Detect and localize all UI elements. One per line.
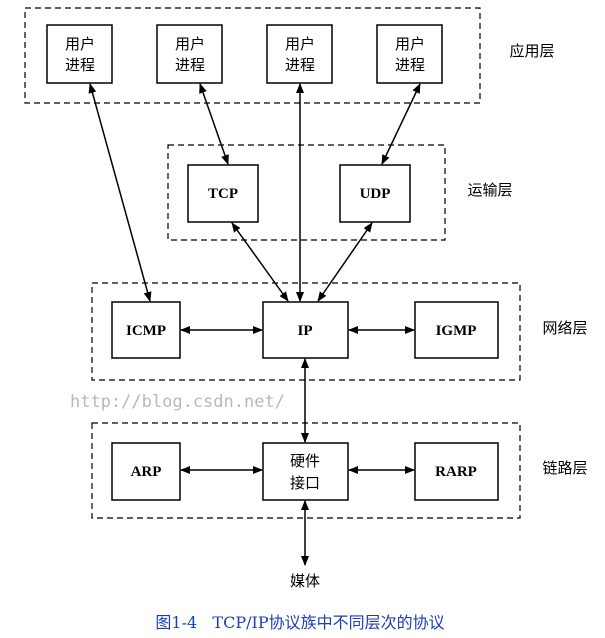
hardware-interface-box xyxy=(262,442,349,501)
udp-label: UDP xyxy=(360,186,391,202)
media-label: 媒体 xyxy=(290,572,320,590)
watermark: http://blog.csdn.net/ xyxy=(70,392,285,412)
arp-label: ARP xyxy=(131,464,162,480)
hw-label-1: 硬件 xyxy=(290,452,320,470)
user-process-label-1: 用户 xyxy=(285,35,315,53)
udp-box xyxy=(339,164,411,223)
arrow-user2-tcp xyxy=(199,83,229,165)
transport-layer-label: 运输层 xyxy=(467,181,512,199)
arrow-tcp-ip xyxy=(231,222,289,302)
igmp-label: IGMP xyxy=(436,323,477,339)
user-process-label-1: 用户 xyxy=(175,35,205,53)
ip-box xyxy=(262,301,349,359)
arrow-udp-ip xyxy=(317,222,373,302)
hw-label-2: 接口 xyxy=(290,474,320,492)
figure-caption: 图1-4 TCP/IP协议族中不同层次的协议 xyxy=(155,613,444,632)
icmp-box xyxy=(111,301,181,359)
rarp-box xyxy=(414,442,499,501)
tcp-box xyxy=(187,164,259,223)
user-process-label-2: 进程 xyxy=(65,56,95,74)
arrow-user1-icmp xyxy=(88,83,152,302)
user-process-label-2: 进程 xyxy=(395,56,425,74)
user-process-label-2: 进程 xyxy=(285,56,315,74)
arp-box xyxy=(111,442,181,501)
application-layer-label: 应用层 xyxy=(509,42,554,60)
network-layer-label: 网络层 xyxy=(542,319,587,337)
user-process-label-2: 进程 xyxy=(175,56,205,74)
link-layer-label: 链路层 xyxy=(542,459,587,477)
ip-label: IP xyxy=(298,323,313,339)
user-process-label-1: 用户 xyxy=(395,35,425,53)
rarp-label: RARP xyxy=(435,464,477,480)
transport-layer: 运输层 TCP UDP xyxy=(167,144,513,241)
arrows xyxy=(88,83,421,566)
icmp-label: ICMP xyxy=(126,323,166,339)
igmp-box xyxy=(414,301,499,359)
tcp-label: TCP xyxy=(208,186,238,202)
arrow-user4-udp xyxy=(381,83,421,165)
user-process-label-1: 用户 xyxy=(65,35,95,53)
network-layer: 网络层 ICMP IP IGMP xyxy=(91,282,588,381)
